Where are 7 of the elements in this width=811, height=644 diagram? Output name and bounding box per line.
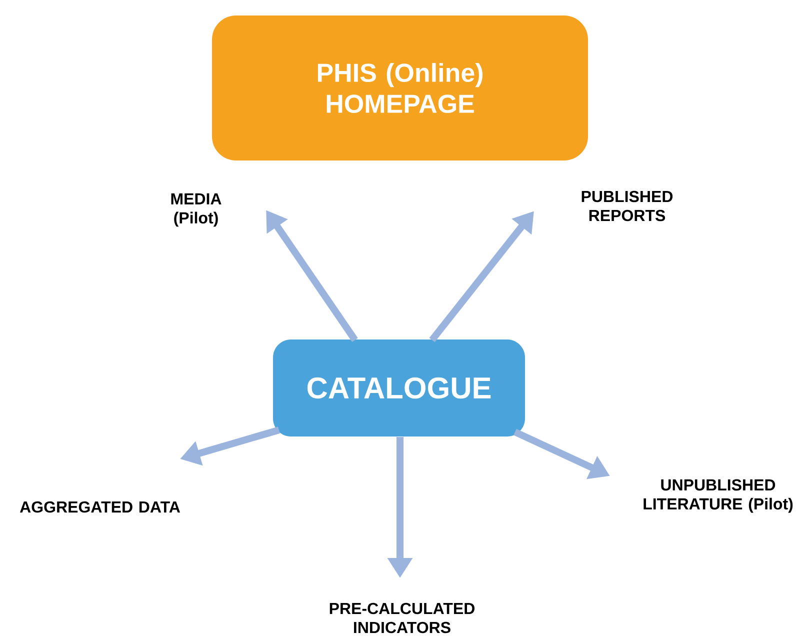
catalogue-box: CATALOGUE (273, 340, 525, 436)
category-label: UNPUBLISHED LITERATURE (Pilot) (644, 479, 793, 513)
category-label: AGGREGATED DATA (20, 501, 180, 513)
category-label: PRE-CALCULATED INDICATORS (330, 602, 474, 634)
category-label: MEDIA (Pilot) (171, 193, 222, 227)
category-label: PUBLISHED REPORTS (582, 190, 673, 222)
homepage-box: PHIS (Online) HOMEPAGE (212, 16, 588, 160)
